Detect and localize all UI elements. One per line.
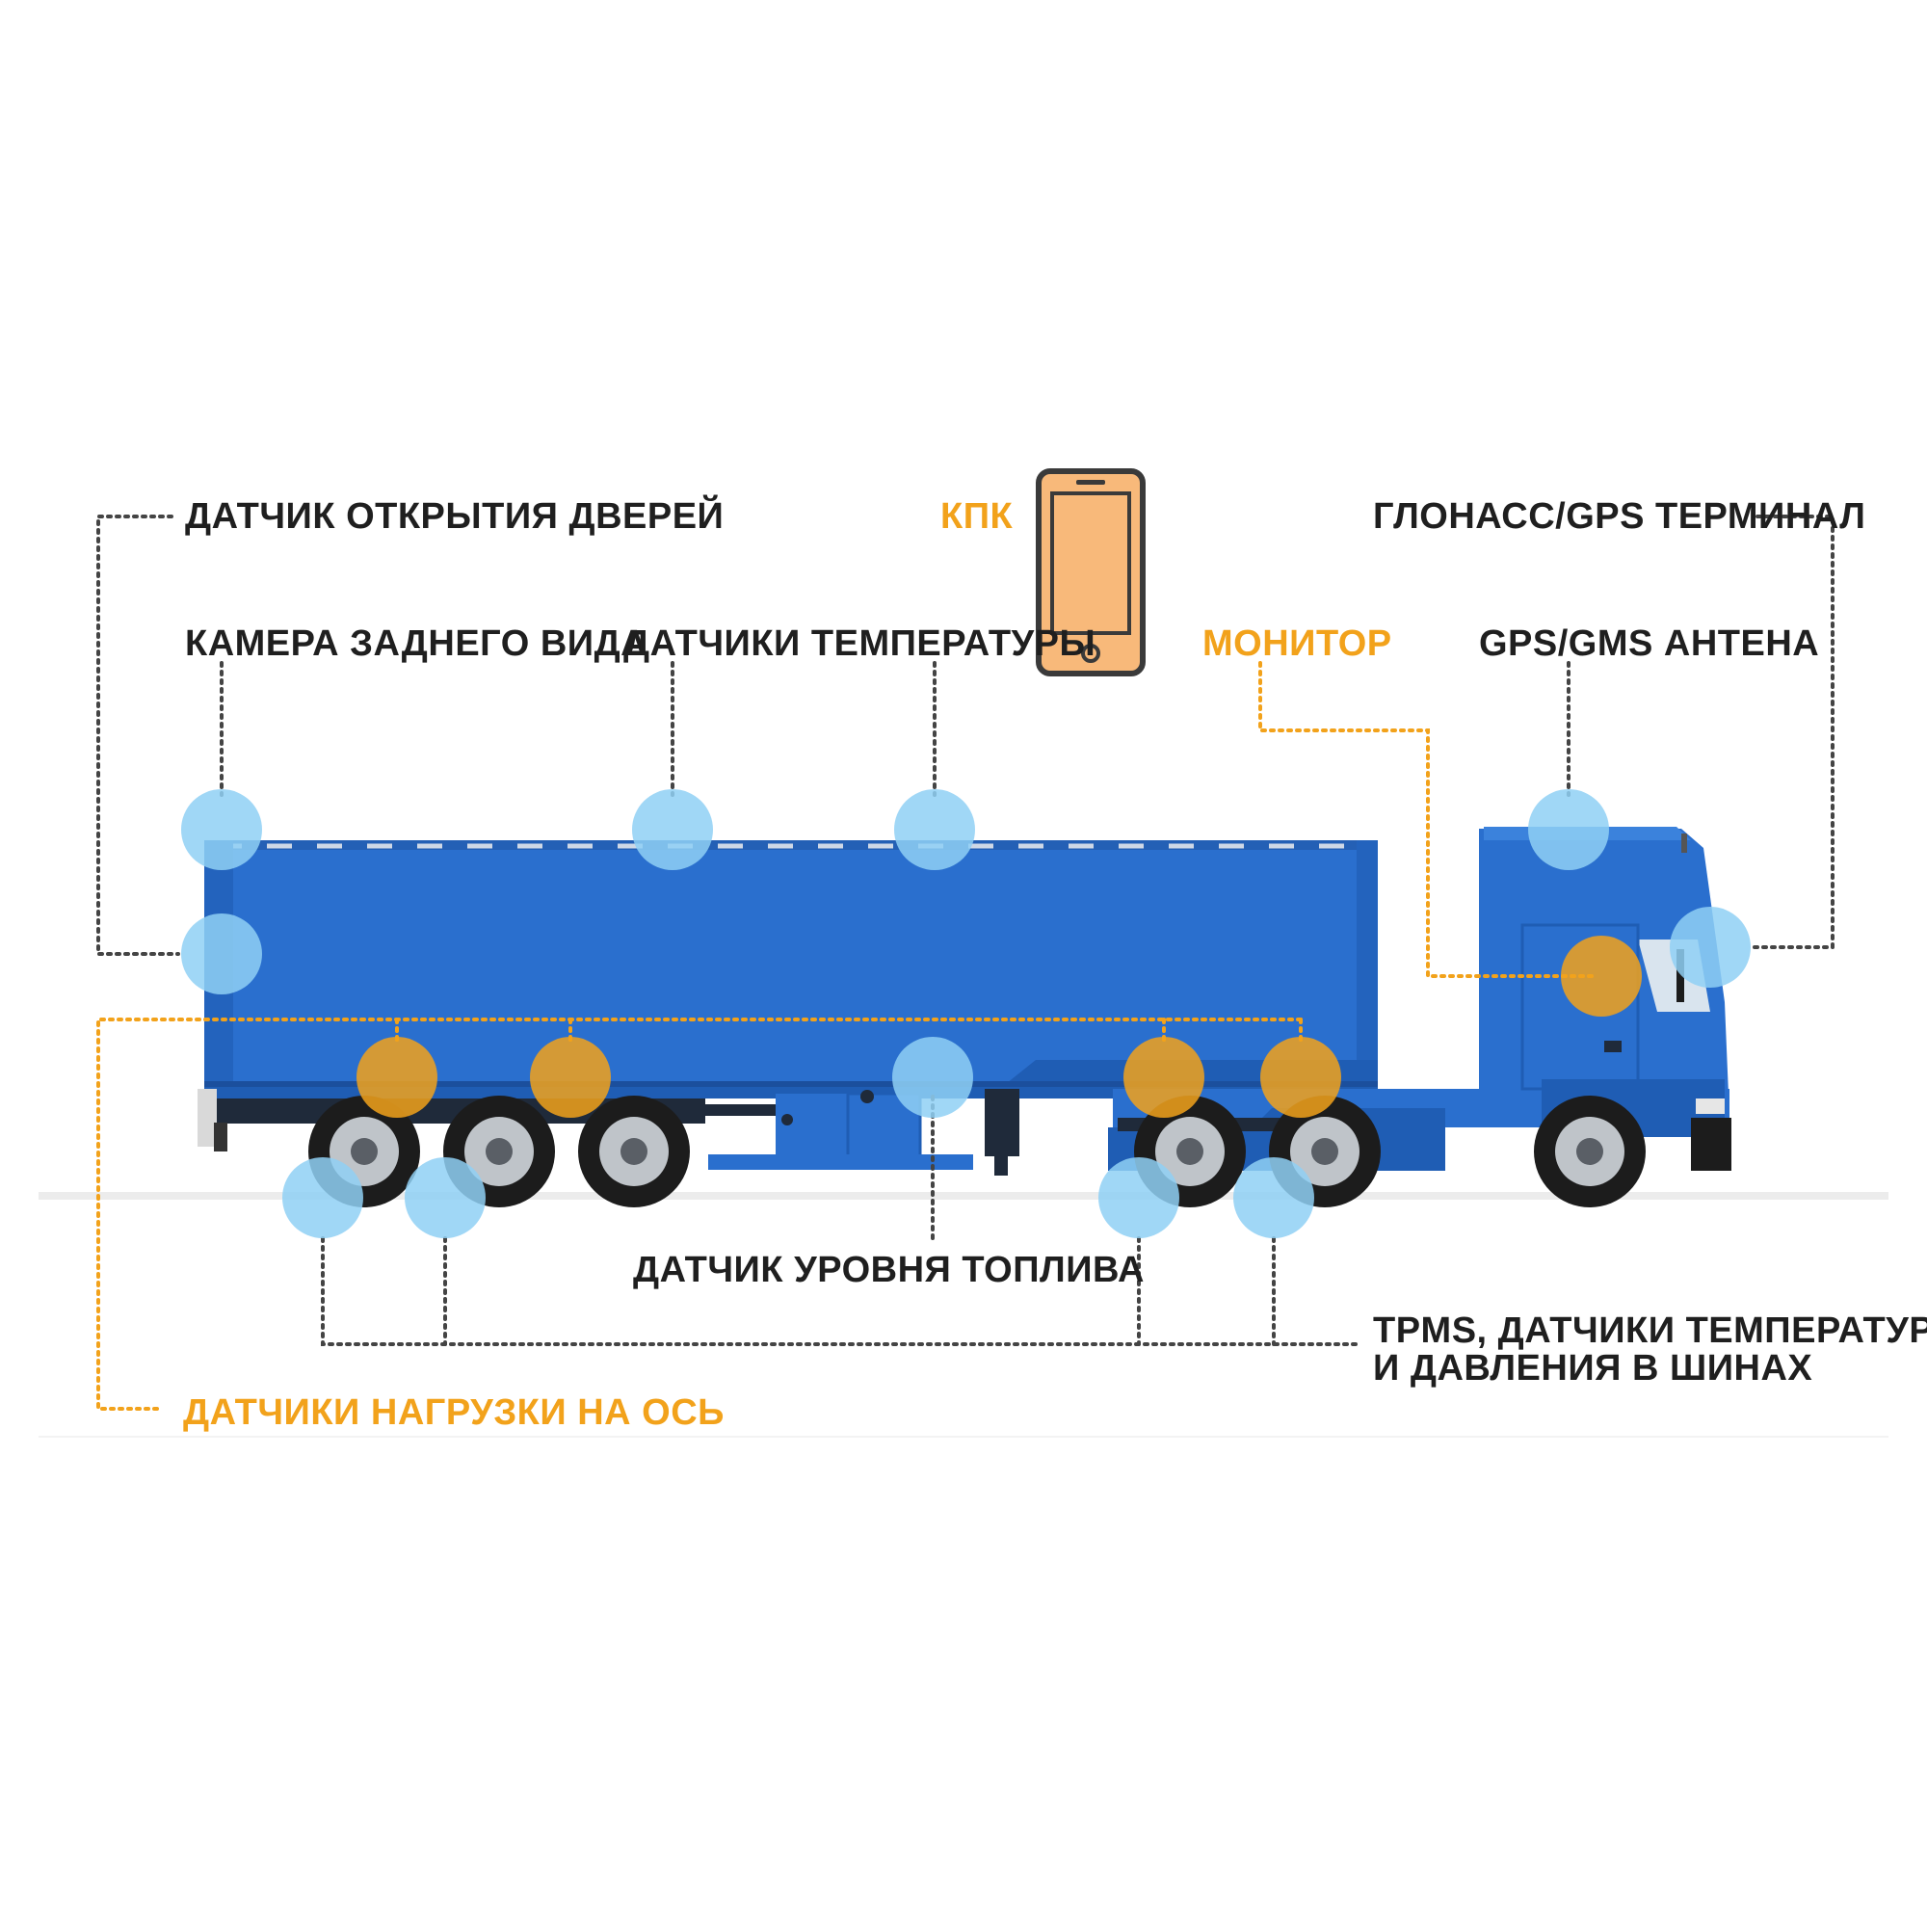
sensor-dots <box>181 789 1751 1238</box>
floor-divider <box>39 1436 1888 1438</box>
trailer-bottom-edge <box>204 1081 1378 1087</box>
sensor-fuel-level[interactable] <box>892 1037 973 1118</box>
glonass-leader <box>1752 515 1835 949</box>
label-gps-antenna: GPS/GMS АНТЕНА <box>1479 623 1819 664</box>
sensor-tpms-3[interactable] <box>1098 1157 1179 1238</box>
rear-bumper <box>198 1089 217 1147</box>
sensor-tpms-1[interactable] <box>282 1157 363 1238</box>
ground-line <box>39 1192 1888 1200</box>
sensor-tpms-2[interactable] <box>405 1157 486 1238</box>
landing-gear-foot <box>994 1151 1008 1176</box>
door-sensor-leader <box>96 515 180 956</box>
rear-light <box>214 1123 227 1151</box>
wheel <box>1534 1096 1646 1207</box>
monitor-leader <box>1258 661 1594 978</box>
tpms-leader-main <box>321 1236 1360 1346</box>
sensor-temperature-1[interactable] <box>632 789 713 870</box>
door-handle <box>1604 1041 1622 1052</box>
label-fuel-level: ДАТЧИК УРОВНЯ ТОПЛИВА <box>633 1250 1145 1290</box>
smartphone-icon <box>1036 468 1146 676</box>
roof-horn <box>1681 834 1687 853</box>
sensor-axle-load-4[interactable] <box>1260 1037 1341 1118</box>
label-glonass-terminal: ГЛОНАСС/GPS ТЕРМИНАЛ <box>1373 496 1865 537</box>
wheel <box>578 1096 690 1207</box>
headlight <box>1696 1098 1725 1114</box>
front-bumper <box>1691 1118 1731 1171</box>
label-pda: КПК <box>940 496 1014 537</box>
wheel <box>443 1096 555 1207</box>
sensor-rear-camera[interactable] <box>181 789 262 870</box>
trailer-front-frame <box>1357 840 1378 1091</box>
label-tpms-line2: И ДАВЛЕНИЯ В ШИНАХ <box>1373 1348 1812 1389</box>
landing-gear <box>985 1089 1019 1156</box>
side-mirror <box>1676 949 1684 1002</box>
trailer-step-rail <box>708 1154 973 1170</box>
label-temperature-sensors: ДАТЧИКИ ТЕМПЕРАТУРЫ <box>623 623 1095 664</box>
sensor-monitor[interactable] <box>1561 936 1642 1017</box>
label-axle-load: ДАТЧИКИ НАГРУЗКИ НА ОСЬ <box>183 1392 725 1433</box>
label-monitor: МОНИТОР <box>1202 623 1392 664</box>
trailer-wheels <box>308 1096 690 1207</box>
labels: ДАТЧИК ОТКРЫТИЯ ДВЕРЕЙ КАМЕРА ЗАДНЕГО ВИ… <box>183 493 1927 1433</box>
trailer-side-skirt <box>204 1060 1378 1098</box>
sensor-glonass-terminal[interactable] <box>1670 907 1751 988</box>
label-tpms-line1: TPMS, ДАТЧИКИ ТЕМПЕРАТУРЫ <box>1373 1310 1927 1351</box>
leader-lines <box>96 515 1835 1411</box>
label-rear-camera: КАМЕРА ЗАДНЕГО ВИДА <box>185 623 647 664</box>
sensor-axle-load-2[interactable] <box>530 1037 611 1118</box>
sensor-door[interactable] <box>181 913 262 994</box>
sensor-axle-load-3[interactable] <box>1123 1037 1204 1118</box>
axle-load-leader-main <box>96 1018 1303 1411</box>
trailer-box-bolt <box>860 1090 874 1103</box>
sensor-gps-antenna[interactable] <box>1528 789 1609 870</box>
sensor-temperature-2[interactable] <box>894 789 975 870</box>
trailer-box-bolt <box>781 1114 793 1125</box>
sensor-axle-load-1[interactable] <box>356 1037 437 1118</box>
sensor-tpms-4[interactable] <box>1233 1157 1314 1238</box>
label-door-sensor: ДАТЧИК ОТКРЫТИЯ ДВЕРЕЙ <box>185 493 724 537</box>
trailer-side-box-left <box>776 1094 848 1166</box>
